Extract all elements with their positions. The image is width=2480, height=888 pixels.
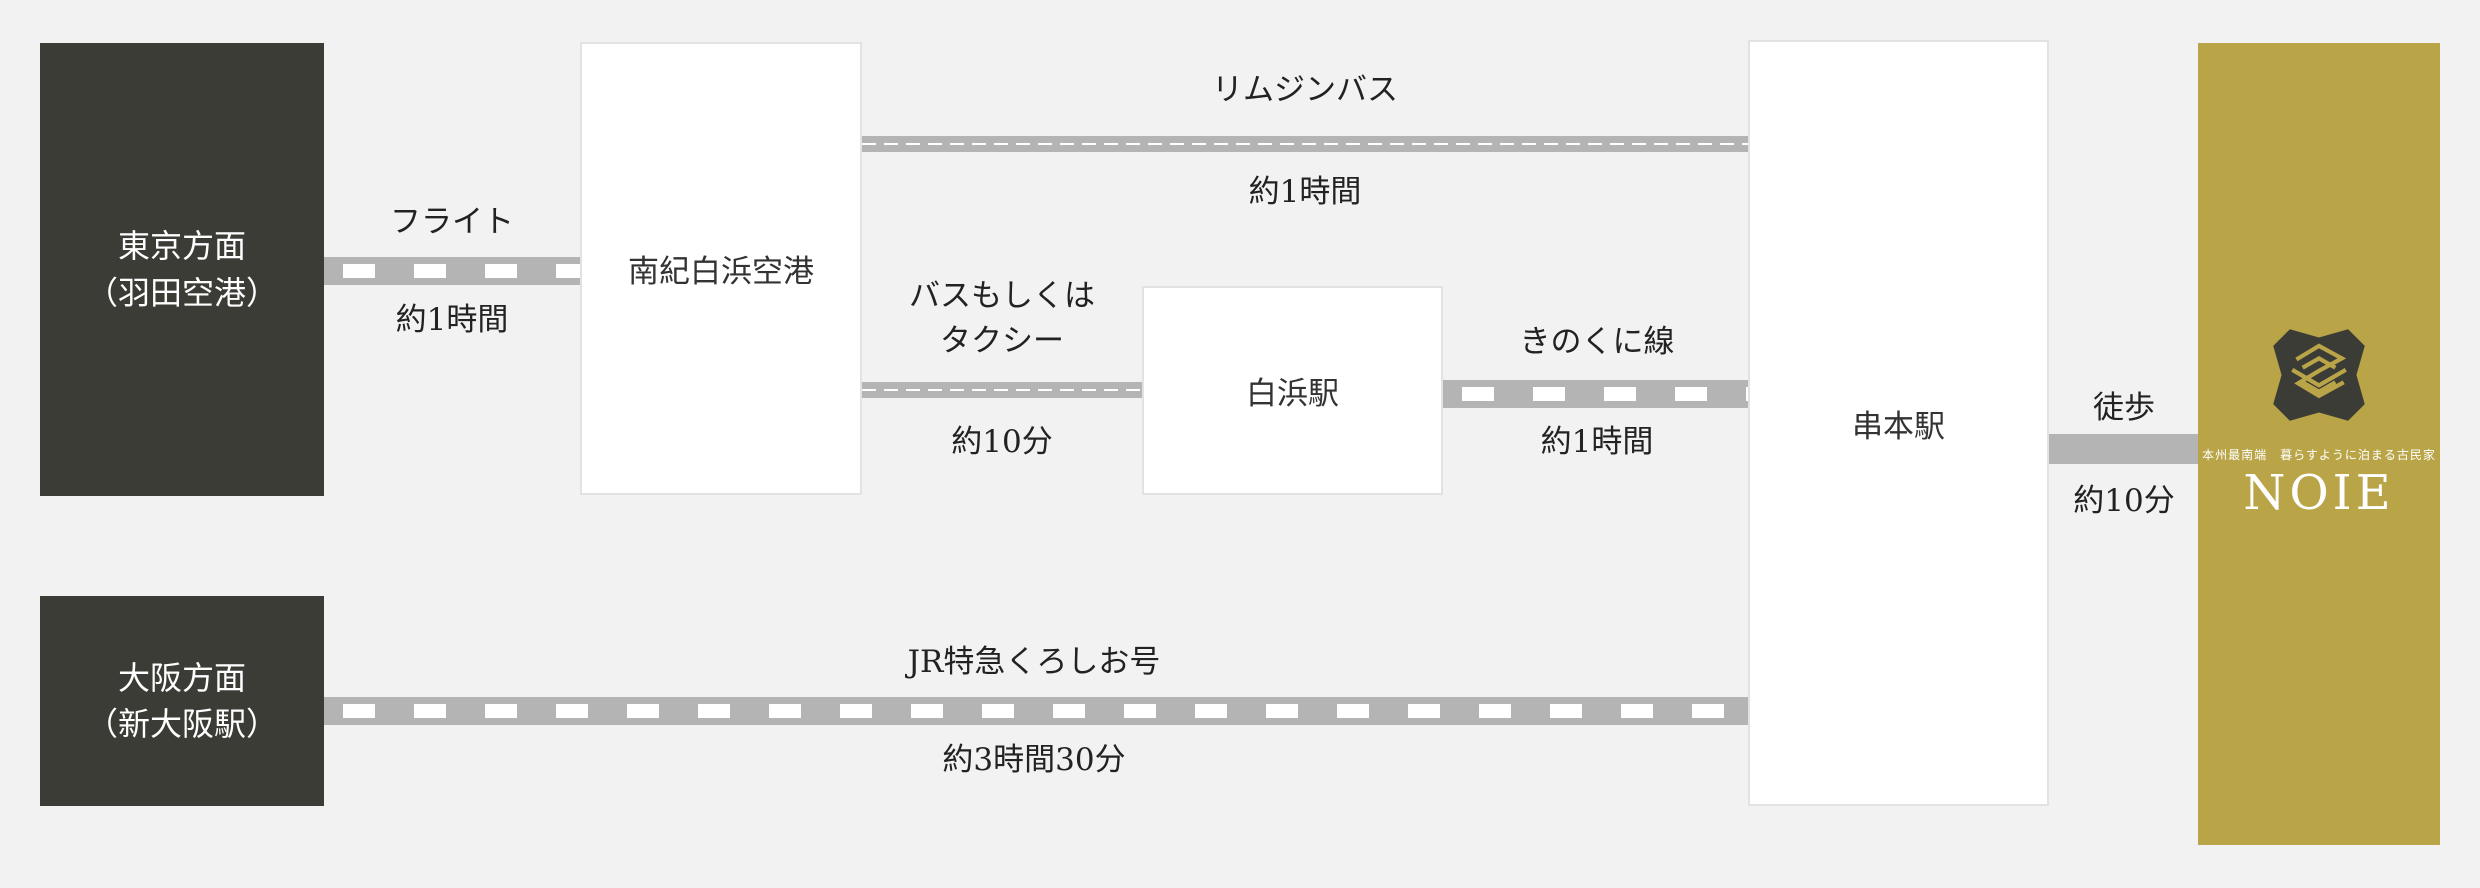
route-bus-or-taxi-time: 約10分 [951,424,1053,460]
route-kinokuni-line-time: 約1時間 [1540,424,1654,460]
station-label: 南紀白浜空港 [628,254,814,290]
route-walk-mode: 徒歩 [2093,390,2155,426]
route-limousine-bus-mode: リムジンバス [1212,72,1398,108]
route-walk-time: 約10分 [2073,483,2175,519]
route-jr-kuroshio-track [324,697,1748,725]
route-jr-kuroshio-time: 約3時間30分 [942,742,1126,778]
station-shirahama: 白浜駅 [1142,286,1443,495]
route-jr-kuroshio-mode: JR特急くろしお号 [907,644,1161,680]
route-walk-path [2049,434,2198,464]
route-flight-time: 約1時間 [395,302,509,338]
route-limousine-bus-road [862,136,1748,152]
route-kinokuni-line-track [1443,380,1748,408]
route-bus-or-taxi-mode: バスもしくは タクシー [909,278,1095,359]
destination-noie: 本州最南端 暮らすように泊まる古民家 NOIE [2198,43,2440,845]
route-flight-track [324,257,580,285]
station-label: 白浜駅 [1246,376,1339,412]
origin-tokyo-label: 東京方面 （羽田空港） [85,227,278,312]
station-label: 串本駅 [1852,408,1945,445]
destination-tagline: 本州最南端 暮らすように泊まる古民家 [2202,448,2436,462]
route-flight-mode: フライト [390,204,514,240]
origin-osaka: 大阪方面 （新大阪駅） [40,596,324,806]
station-nanki-shirahama-airport: 南紀白浜空港 [580,42,862,495]
origin-osaka-label: 大阪方面 （新大阪駅） [85,658,278,743]
route-kinokuni-line-mode: きのくに線 [1519,324,1675,360]
station-kushimoto: 串本駅 [1748,40,2049,806]
origin-tokyo: 東京方面 （羽田空港） [40,43,324,496]
noie-logo-icon [2273,329,2365,421]
route-limousine-bus-time: 約1時間 [1248,174,1362,210]
route-bus-or-taxi-road [862,382,1142,398]
destination-name: NOIE [2243,465,2395,521]
